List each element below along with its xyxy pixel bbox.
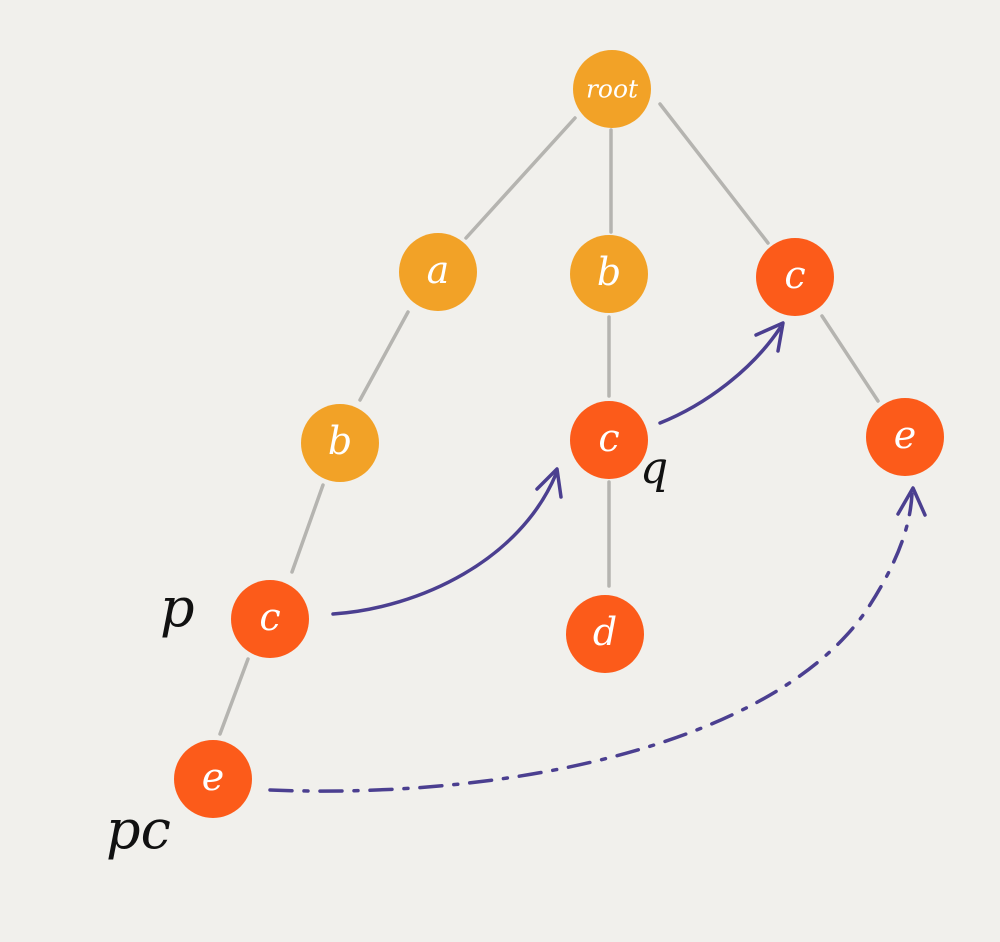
edge-c-e-left [218, 657, 250, 736]
node-c-mid-label: c [598, 416, 619, 460]
node-b-mid-circle [570, 235, 648, 313]
edge-root-a [464, 116, 577, 240]
arrow-p-to-q [331, 472, 558, 616]
pointer-labels: p q pc [106, 443, 668, 861]
node-e-left-label: e [202, 755, 225, 799]
node-c-right[interactable]: c [756, 238, 834, 316]
pointer-p-label: p [160, 576, 195, 639]
node-e-left[interactable]: e [174, 740, 252, 818]
node-c-right-label: c [784, 253, 805, 297]
node-e-right-label: e [894, 413, 917, 457]
node-b-mid[interactable]: b [570, 235, 648, 313]
node-a[interactable]: a [399, 233, 477, 311]
edge-b-c-left [290, 483, 325, 574]
edge-a-b [358, 310, 410, 402]
pointer-q-label: q [640, 443, 668, 494]
node-c-mid-circle [570, 401, 648, 479]
edges [218, 102, 880, 736]
node-b-left-label: b [328, 419, 352, 463]
edge-c-e-right [820, 314, 880, 403]
node-e-right-circle [866, 398, 944, 476]
node-d-label: d [593, 610, 617, 654]
edge-root-c [658, 102, 770, 245]
node-b-left-circle [301, 404, 379, 482]
node-d-circle [566, 595, 644, 673]
node-a-circle [399, 233, 477, 311]
pointer-pc-label: pc [106, 798, 171, 861]
node-b-mid-label: b [597, 250, 621, 294]
node-c-left[interactable]: c [231, 580, 309, 658]
arrow-pc-to-e [268, 492, 914, 793]
arrowhead-p-to-q [535, 467, 563, 499]
arrowhead-q-to-c [754, 321, 785, 353]
node-e-right[interactable]: e [866, 398, 944, 476]
arrowhead-pc-to-e [896, 486, 927, 517]
node-e-left-circle [174, 740, 252, 818]
nodes: root a b c b c e c [174, 50, 944, 818]
node-a-label: a [427, 248, 450, 292]
node-root[interactable]: root [573, 50, 651, 128]
node-root-circle [573, 50, 651, 128]
node-c-right-circle [756, 238, 834, 316]
node-c-left-label: c [259, 595, 280, 639]
node-c-left-circle [231, 580, 309, 658]
node-d[interactable]: d [566, 595, 644, 673]
arrow-q-to-c [658, 326, 782, 425]
node-c-mid[interactable]: c [570, 401, 648, 479]
failure-links [268, 321, 927, 793]
node-b-left[interactable]: b [301, 404, 379, 482]
node-root-label: root [586, 75, 639, 104]
